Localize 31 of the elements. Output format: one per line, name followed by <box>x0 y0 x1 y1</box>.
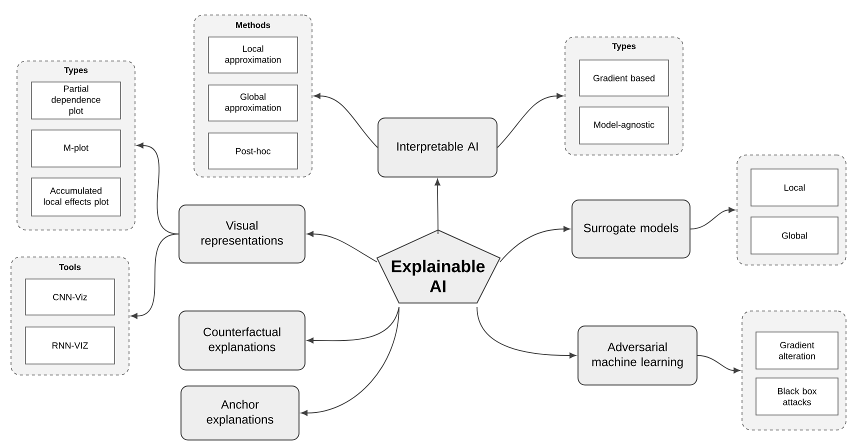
process-box: Adversarial machine learning <box>578 326 698 386</box>
process-box: Counterfactual explanations <box>178 310 306 370</box>
arrow <box>314 93 378 148</box>
item-box: Local <box>750 168 838 206</box>
item-box: Partial dependence plot <box>31 82 121 120</box>
arrow <box>500 226 570 262</box>
arrow <box>130 234 179 319</box>
arrow <box>300 306 400 416</box>
arrow <box>497 93 564 148</box>
process-box: Anchor explanations <box>180 386 300 440</box>
item-box: Post-hoc <box>208 132 298 170</box>
item-box: Model-agnostic <box>579 106 669 144</box>
item-box: Global approximation <box>208 84 298 122</box>
process-box: Visual representations <box>178 204 306 264</box>
item-box: CNN-Viz <box>25 278 115 316</box>
arrow <box>690 207 736 230</box>
process-box: Interpretable AI <box>378 118 498 178</box>
arrow <box>476 306 576 358</box>
item-box: Accumulated local effects plot <box>31 178 121 216</box>
process-box: Surrogate models <box>572 200 690 258</box>
arrow <box>434 178 440 234</box>
item-box: Gradient alteration <box>756 332 838 370</box>
arrow <box>306 306 400 344</box>
item-box: Global <box>750 216 838 254</box>
arrow <box>697 355 740 374</box>
item-box: M-plot <box>31 130 121 168</box>
item-box: Local approximation <box>208 36 298 74</box>
item-box: Gradient based <box>579 60 669 96</box>
item-box: Black box attacks <box>756 378 838 416</box>
arrow <box>306 231 378 262</box>
item-box: RNN-VIZ <box>25 326 115 364</box>
